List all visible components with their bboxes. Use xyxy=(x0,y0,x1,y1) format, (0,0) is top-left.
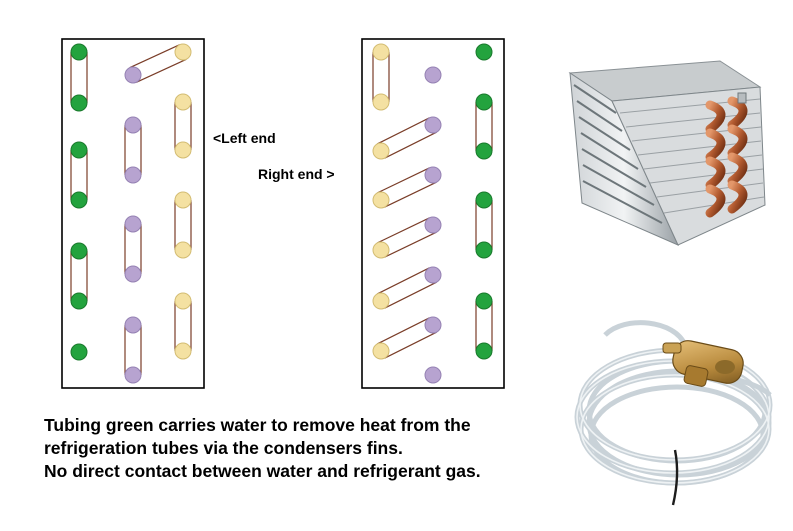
right-panel-frame xyxy=(361,38,505,389)
yellow-tube-end xyxy=(372,292,390,310)
purple-tube-end xyxy=(124,66,142,84)
tube-link xyxy=(136,58,187,83)
yellow-tube-end xyxy=(372,43,390,61)
tube-link xyxy=(384,131,437,159)
tube-link xyxy=(384,281,437,309)
yellow-tube-end xyxy=(372,191,390,209)
tube-link xyxy=(377,217,430,244)
green-tube-end xyxy=(475,342,493,360)
green-tube-end xyxy=(70,191,88,209)
caption-line-1: Tubing green carries water to remove hea… xyxy=(44,415,471,435)
condenser-coil-photo xyxy=(568,60,766,246)
purple-tube-end xyxy=(124,166,142,184)
caption-line-3: No direct contact between water and refr… xyxy=(44,461,481,481)
green-tube-end xyxy=(475,142,493,160)
yellow-tube-end xyxy=(174,93,192,111)
yellow-tube-end xyxy=(174,191,192,209)
green-tube-end xyxy=(70,94,88,112)
yellow-tube-end xyxy=(174,292,192,310)
tube-link xyxy=(377,267,430,295)
caption: Tubing green carries water to remove hea… xyxy=(44,414,481,483)
purple-tube-end xyxy=(424,166,442,184)
caption-line-2: refrigeration tubes via the condensers f… xyxy=(44,438,403,458)
yellow-tube-end xyxy=(174,141,192,159)
yellow-tube-end xyxy=(174,43,192,61)
yellow-tube-end xyxy=(372,142,390,160)
purple-tube-end xyxy=(124,116,142,134)
left-end-label: <Left end xyxy=(213,130,276,146)
yellow-tube-end xyxy=(174,342,192,360)
purple-tube-end xyxy=(424,116,442,134)
purple-tube-end xyxy=(124,215,142,233)
tube-link xyxy=(129,44,180,69)
purple-tube-end xyxy=(424,316,442,334)
green-tube-end xyxy=(475,93,493,111)
tube-link xyxy=(377,317,430,345)
green-tube-end xyxy=(70,43,88,61)
purple-tube-end xyxy=(124,366,142,384)
tube-link xyxy=(384,331,437,359)
yellow-tube-end xyxy=(372,241,390,259)
tube-link xyxy=(377,117,430,145)
tube-link xyxy=(384,181,437,208)
purple-tube-end xyxy=(424,216,442,234)
yellow-tube-end xyxy=(372,93,390,111)
green-tube-end xyxy=(70,242,88,260)
tube-link xyxy=(377,167,430,194)
green-tube-end xyxy=(70,292,88,310)
green-tube-end xyxy=(475,292,493,310)
purple-tube-end xyxy=(124,316,142,334)
green-tube-end xyxy=(70,343,88,361)
green-tube-end xyxy=(70,141,88,159)
green-tube-end xyxy=(475,43,493,61)
water-pump-tubing-photo xyxy=(574,320,773,506)
yellow-tube-end xyxy=(174,241,192,259)
green-tube-end xyxy=(475,191,493,209)
tube-link xyxy=(384,231,437,258)
right-end-label: Right end > xyxy=(258,166,335,182)
purple-tube-end xyxy=(124,265,142,283)
purple-tube-end xyxy=(424,266,442,284)
purple-tube-end xyxy=(424,366,442,384)
green-tube-end xyxy=(475,241,493,259)
purple-tube-end xyxy=(424,66,442,84)
yellow-tube-end xyxy=(372,342,390,360)
